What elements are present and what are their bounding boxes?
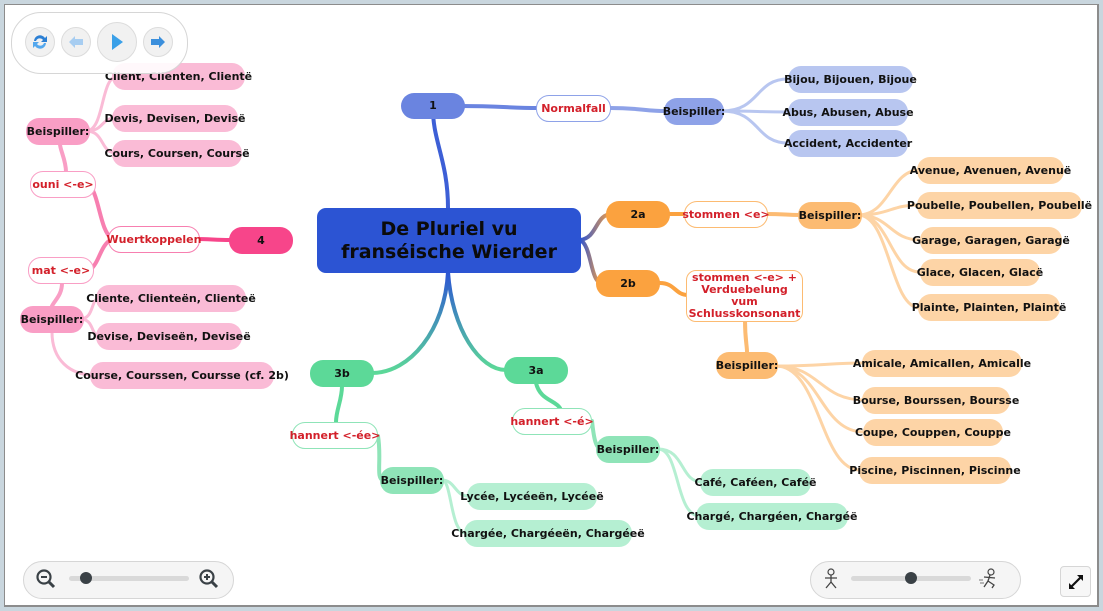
branch-3a-node[interactable]: 3a bbox=[504, 357, 568, 384]
forward-arrow-icon bbox=[151, 36, 165, 48]
play-icon bbox=[112, 34, 123, 50]
branch-3a-example[interactable]: Café, Caféen, Caféë bbox=[695, 469, 817, 496]
zoom-slider-track[interactable] bbox=[69, 576, 189, 581]
refresh-icon bbox=[33, 35, 47, 49]
branch-2a-example[interactable]: Glace, Glacen, Glacë bbox=[917, 259, 1043, 286]
zoom-slider-handle[interactable] bbox=[79, 572, 92, 584]
previous-button[interactable] bbox=[61, 27, 91, 57]
branch-2b-rule[interactable]: stommen <-e> + Verduebelung vum Schlussk… bbox=[686, 270, 803, 322]
zoom-out-icon bbox=[36, 569, 56, 589]
zoom-control bbox=[23, 561, 234, 599]
branch-1-example[interactable]: Bijou, Bijouen, Bijoue bbox=[784, 66, 917, 93]
branch-3b-example[interactable]: Lycée, Lycéeën, Lycéeë bbox=[460, 483, 604, 510]
branch-3b-rule[interactable]: hannert <-ée> bbox=[290, 422, 380, 449]
branch-2a-examples-label[interactable]: Beispiller: bbox=[798, 202, 862, 229]
speed-slider-handle[interactable] bbox=[905, 572, 917, 584]
zoom-out-button[interactable] bbox=[35, 568, 57, 594]
branch-4-sub-ouni-rule[interactable]: ouni <-e> bbox=[30, 171, 96, 198]
branch-4-mat-example[interactable]: Cliente, Clienteën, Clienteë bbox=[86, 285, 256, 312]
branch-4-ouni-example[interactable]: Devis, Devisen, Devisë bbox=[105, 105, 246, 132]
branch-4-ouni-example[interactable]: Cours, Coursen, Coursë bbox=[104, 140, 250, 167]
link-normalfall-beispiller bbox=[608, 106, 668, 113]
branch-4-sub-mat-rule[interactable]: mat <-e> bbox=[28, 257, 94, 284]
next-button[interactable] bbox=[143, 27, 173, 57]
branch-1-rule[interactable]: Normalfall bbox=[536, 95, 611, 122]
zoom-in-icon bbox=[199, 569, 219, 589]
branch-2b-examples-label[interactable]: Beispiller: bbox=[716, 352, 778, 379]
back-arrow-icon bbox=[69, 36, 83, 48]
branch-3b-examples-label[interactable]: Beispiller: bbox=[380, 467, 444, 494]
branch-2a-rule[interactable]: stommen <e> bbox=[682, 201, 770, 228]
link-root-3a bbox=[446, 270, 508, 372]
branch-1-example[interactable]: Accident, Accidenter bbox=[784, 130, 912, 157]
zoom-in-button[interactable] bbox=[198, 568, 220, 594]
running-person-icon bbox=[979, 568, 996, 589]
branch-1-examples-label[interactable]: Beispiller: bbox=[663, 98, 725, 125]
branch-1-example[interactable]: Abus, Abusen, Abuse bbox=[782, 99, 914, 126]
branch-4-mat-examples-label[interactable]: Beispiller: bbox=[20, 306, 84, 333]
branch-3a-examples-label[interactable]: Beispiller: bbox=[596, 436, 660, 463]
refresh-button[interactable] bbox=[25, 27, 55, 57]
link-root-3b bbox=[370, 270, 450, 375]
branch-3a-example[interactable]: Chargé, Chargéen, Chargéë bbox=[686, 503, 858, 530]
branch-2a-example[interactable]: Plainte, Plainten, Plaintë bbox=[912, 294, 1066, 321]
branch-2a-node[interactable]: 2a bbox=[606, 201, 670, 228]
walking-person-icon bbox=[825, 568, 837, 589]
root-topic[interactable]: De Pluriel vu franséische Wierder bbox=[317, 208, 581, 273]
branch-3b-example[interactable]: Chargée, Chargéeën, Chargéeë bbox=[451, 520, 645, 547]
branch-1-node[interactable]: 1 bbox=[401, 93, 465, 119]
branch-2b-example[interactable]: Coupe, Couppen, Couppe bbox=[855, 419, 1011, 446]
link-root-1 bbox=[430, 104, 450, 210]
branch-3a-rule[interactable]: hannert <-é> bbox=[510, 408, 594, 435]
branch-2b-node[interactable]: 2b bbox=[596, 270, 660, 297]
branch-2a-example[interactable]: Avenue, Avenuen, Avenuë bbox=[910, 157, 1071, 184]
branch-2b-example[interactable]: Bourse, Bourssen, Boursse bbox=[853, 387, 1019, 414]
fast-button[interactable] bbox=[978, 568, 1000, 594]
branch-2a-example[interactable]: Garage, Garagen, Garagë bbox=[912, 227, 1070, 254]
branch-3b-node[interactable]: 3b bbox=[310, 360, 374, 387]
expand-icon bbox=[1068, 574, 1083, 589]
branch-4-mat-example[interactable]: Course, Courssen, Coursse (cf. 2b) bbox=[75, 362, 289, 389]
branch-2b-example[interactable]: Amicale, Amicallen, Amicalle bbox=[853, 350, 1031, 377]
branch-2b-example[interactable]: Piscine, Piscinnen, Piscinne bbox=[849, 457, 1021, 484]
play-button[interactable] bbox=[97, 22, 137, 62]
branch-4-node[interactable]: 4 bbox=[229, 227, 293, 254]
branch-4-rule[interactable]: Wuertkoppelen bbox=[107, 226, 201, 253]
fullscreen-button[interactable] bbox=[1060, 566, 1091, 597]
slow-button[interactable] bbox=[822, 568, 840, 594]
branch-2a-example[interactable]: Poubelle, Poubellen, Poubellë bbox=[907, 192, 1092, 219]
branch-4-mat-example[interactable]: Devise, Deviseën, Deviseë bbox=[87, 323, 251, 350]
link-1-normalfall bbox=[458, 104, 540, 110]
branch-4-ouni-examples-label[interactable]: Beispiller: bbox=[26, 118, 90, 145]
